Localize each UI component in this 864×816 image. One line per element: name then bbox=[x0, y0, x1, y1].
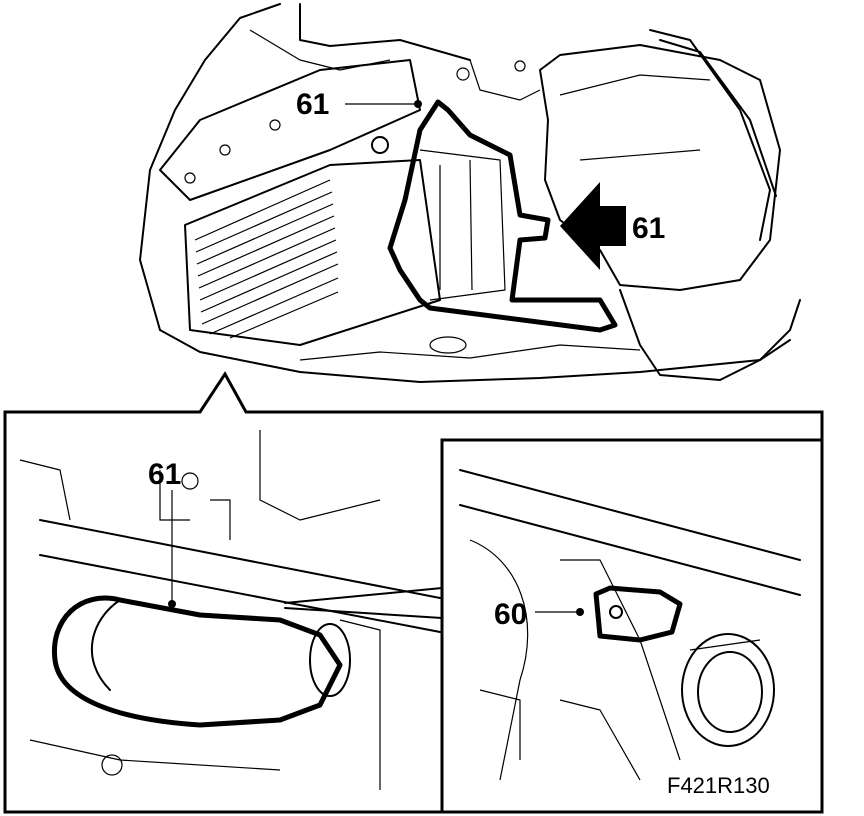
air-guide-bracket-outline bbox=[387, 99, 618, 333]
close-up-frame bbox=[440, 438, 824, 814]
top-arrow-callout: 61 bbox=[632, 212, 665, 245]
inset-frame bbox=[3, 371, 824, 814]
hose-outline bbox=[51, 595, 343, 728]
retaining-clip-outline bbox=[593, 585, 683, 643]
right-inset-leader-dot bbox=[576, 608, 584, 616]
close-up-inset: 60 bbox=[440, 438, 824, 814]
radiator-fins bbox=[194, 179, 339, 339]
figure-id: F421R130 bbox=[667, 773, 770, 798]
top-bracket-leader-dot bbox=[414, 100, 422, 108]
top-bracket-callout: 61 bbox=[296, 88, 329, 121]
left-inset-callout: 61 bbox=[148, 458, 181, 491]
right-inset-callout: 60 bbox=[494, 598, 527, 631]
left-inset-leader-dot bbox=[168, 600, 176, 608]
main-engine-bay-view: 61 61 bbox=[139, 3, 801, 383]
lower-detail-inset: 61 bbox=[3, 371, 824, 814]
direction-arrow bbox=[560, 182, 626, 270]
